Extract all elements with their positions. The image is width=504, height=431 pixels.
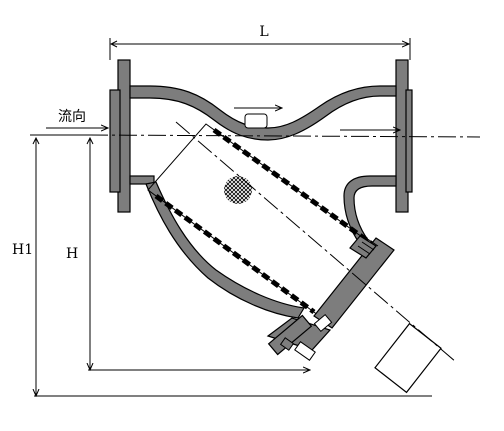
dimension-height-total: H1 [12, 134, 432, 396]
inner-flow-arrow [234, 108, 400, 130]
flow-direction: 流向 [46, 109, 108, 128]
valve-body [129, 85, 397, 356]
mesh-hatch-icon [224, 176, 252, 204]
flow-direction-label: 流向 [58, 109, 86, 125]
drain-cap [374, 322, 442, 394]
length-label: L [259, 24, 268, 40]
horizontal-centerline [89, 134, 481, 138]
inclined-centerline [175, 121, 457, 363]
height-label: H [66, 246, 78, 262]
right-flange [395, 59, 413, 213]
left-flange [109, 59, 131, 213]
height-total-label: H1 [12, 242, 33, 258]
dimension-height: H [66, 138, 310, 370]
dimension-length: L [109, 24, 411, 60]
cover-flange [313, 235, 395, 333]
bottom-bolts [279, 337, 316, 361]
